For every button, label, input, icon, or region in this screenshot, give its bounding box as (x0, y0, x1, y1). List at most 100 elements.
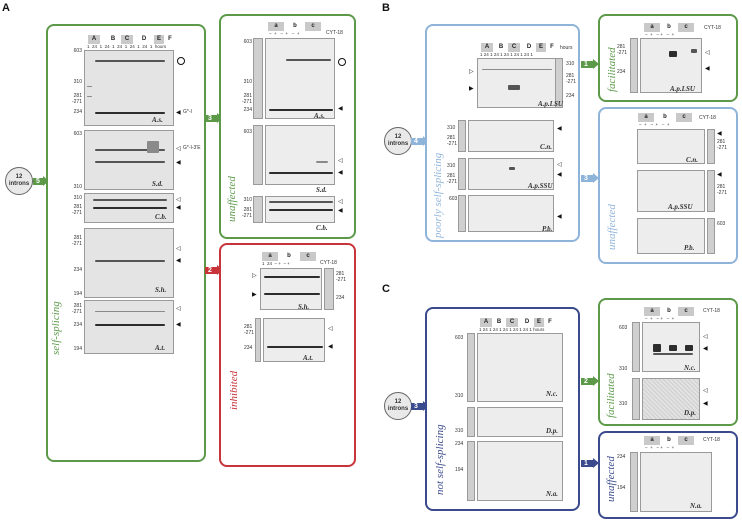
mark-603: 603 (243, 129, 252, 135)
species-sd-cyt: S.d. (316, 186, 327, 194)
mark-281: 281 (73, 303, 82, 309)
cyt-lane-b: b (287, 253, 291, 259)
lane-header-f: F (550, 44, 554, 50)
lane-header-b: B (498, 44, 504, 50)
mark-603: 603 (717, 221, 726, 227)
arrow-c-3-label: 3 (414, 403, 418, 410)
cyt-lane-c: c (305, 22, 321, 31)
species-at: A.t. (155, 344, 166, 352)
mark-234: 234 (73, 322, 82, 328)
ladder-a5 (255, 318, 261, 362)
ladder-b2 (458, 120, 466, 152)
filled-triangle: ◀ (717, 131, 722, 137)
cyt18-label: CYT-18 (326, 30, 343, 36)
mark-281: 281 (243, 93, 252, 99)
filled-triangle: ◀ (703, 401, 708, 407)
ladder-a4 (324, 268, 334, 310)
gel-image-at-cyt (263, 318, 325, 362)
filled-triangle: ◀ (338, 106, 343, 112)
arrow-a-2-label: 2 (208, 267, 212, 274)
mark-281: 281 (717, 184, 726, 190)
lane-header-d: D (526, 44, 532, 50)
filled-triangle: ◀ (176, 160, 181, 166)
inhibited-label: inhibited (228, 370, 240, 410)
note-g-i-3e: G*-I-3'E (183, 145, 201, 151)
species-pb-cyt: P.b. (684, 244, 695, 252)
mark-603: 603 (449, 196, 458, 202)
species-apssu-cyt: A.p.SSU (668, 203, 693, 211)
open-triangle: ◁ (176, 146, 181, 152)
cyt-signs-a1: – + – + – + (269, 31, 300, 36)
filled-triangle: ◀ (338, 170, 343, 176)
mark-281: 281 (566, 73, 575, 79)
lane-header-b: B (496, 319, 502, 325)
arrow-b-1: 1 (581, 59, 599, 70)
lane-header-c: C (121, 35, 133, 44)
species-aplsu: A.p.LSU (538, 100, 563, 108)
panel-letter-b: B (382, 2, 390, 14)
introns-circle-b: 12 introns (384, 127, 412, 155)
species-pb: P.b. (542, 225, 553, 233)
time-1: 1 (87, 44, 90, 49)
gel-image-as-cyt (265, 38, 335, 119)
time-11: 1 (149, 44, 153, 49)
gel-image-na (477, 441, 563, 501)
lane-header-e: E (534, 318, 544, 327)
species-as-cyt: A.s. (314, 112, 325, 120)
mark-271: -271 (71, 99, 82, 105)
unaffected-label-b: unaffected (606, 204, 618, 250)
ladder-a3 (253, 196, 263, 223)
mark-234: 234 (244, 345, 253, 351)
panel-letter-a: A (2, 2, 10, 14)
mark-310: 310 (243, 79, 252, 85)
gel-image-apssu (468, 158, 554, 190)
mark-194: 194 (73, 291, 82, 297)
open-triangle: ◁ (176, 197, 181, 203)
gel-image-sd-cyt (265, 125, 335, 185)
gel-image-at (84, 300, 174, 354)
mark-281: 281 (243, 207, 252, 213)
time-4: 24 (104, 44, 110, 49)
lane-header-e: E (154, 35, 164, 44)
gel-image-nc (477, 333, 563, 402)
mark-310: 310 (73, 79, 82, 85)
mark-603: 603 (455, 335, 464, 341)
cyt-signs-c1: – + – + – + (645, 316, 675, 321)
hours-label: hours (560, 45, 573, 51)
species-cb: C.b. (155, 213, 167, 221)
cyt-lane-c: c (678, 307, 694, 316)
lane-header-c: C (506, 318, 518, 327)
intron-count: 12 (394, 134, 402, 140)
species-na: N.a. (546, 490, 559, 498)
mark-603: 603 (73, 48, 82, 54)
lane-header-e: E (536, 43, 546, 52)
mark-234: 234 (73, 109, 82, 115)
gel-image-cn (468, 120, 554, 152)
intron-word: introns (387, 406, 409, 412)
cyt-lane-b: b (293, 23, 297, 29)
ladder-b3 (458, 158, 466, 190)
gel-image-sh (84, 228, 174, 298)
introns-circle-c: 12 introns (384, 392, 412, 420)
gel-image-as (84, 50, 174, 126)
ladder-c3 (467, 441, 475, 501)
species-as: A.s. (152, 116, 163, 124)
cyt18-label: CYT-18 (703, 308, 720, 314)
open-triangle: ◁ (338, 158, 343, 164)
mark-234: 234 (336, 295, 345, 301)
time-8: 24 (129, 44, 135, 49)
mark-271: -271 (241, 99, 252, 105)
open-triangle: ◁ (703, 388, 708, 394)
times-row-b: 1 24 1 24 1 24 1 24 1 24 1 (480, 52, 533, 57)
mark-310: 310 (243, 197, 252, 203)
mark-234: 234 (73, 267, 82, 273)
species-cn: C.n. (540, 143, 553, 151)
lane-header-a: A (480, 318, 492, 327)
intron-count: 12 (15, 174, 23, 180)
species-dp-cyt: D.p. (684, 409, 697, 417)
ladder-c6 (630, 452, 638, 512)
lane-header-c: C (508, 43, 520, 52)
mark-310: 310 (455, 393, 464, 399)
unaffected-label-c: unaffected (605, 456, 617, 502)
filled-triangle: ◀ (328, 344, 333, 350)
